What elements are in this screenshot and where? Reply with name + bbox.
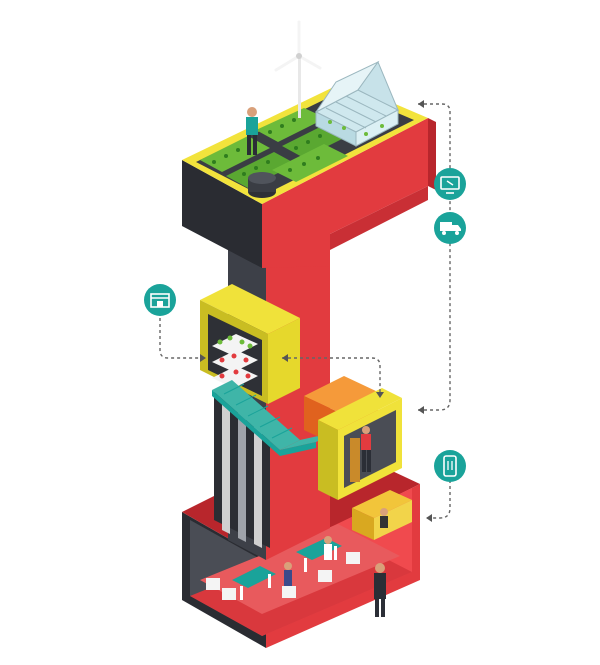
restaurant-tables: [206, 538, 360, 600]
water-tank: [248, 172, 276, 198]
restaurant-people: [284, 508, 388, 617]
plant-shelves: [212, 334, 258, 388]
greenhouse: [314, 60, 400, 147]
flow-connectors: [159, 103, 451, 519]
farmer-figure: [246, 107, 258, 155]
rooftop-farm: [200, 20, 400, 198]
market-module: [304, 376, 402, 500]
grocery-store-icon[interactable]: [144, 284, 176, 316]
connector-arrowheads: [200, 100, 432, 522]
wind-turbine: [274, 20, 322, 118]
delivery-truck-icon[interactable]: [434, 212, 466, 244]
indoor-farm-module: [200, 284, 300, 404]
web-order-icon[interactable]: [434, 168, 466, 200]
staircase: [212, 380, 336, 456]
mobile-app-icon[interactable]: [434, 450, 466, 482]
